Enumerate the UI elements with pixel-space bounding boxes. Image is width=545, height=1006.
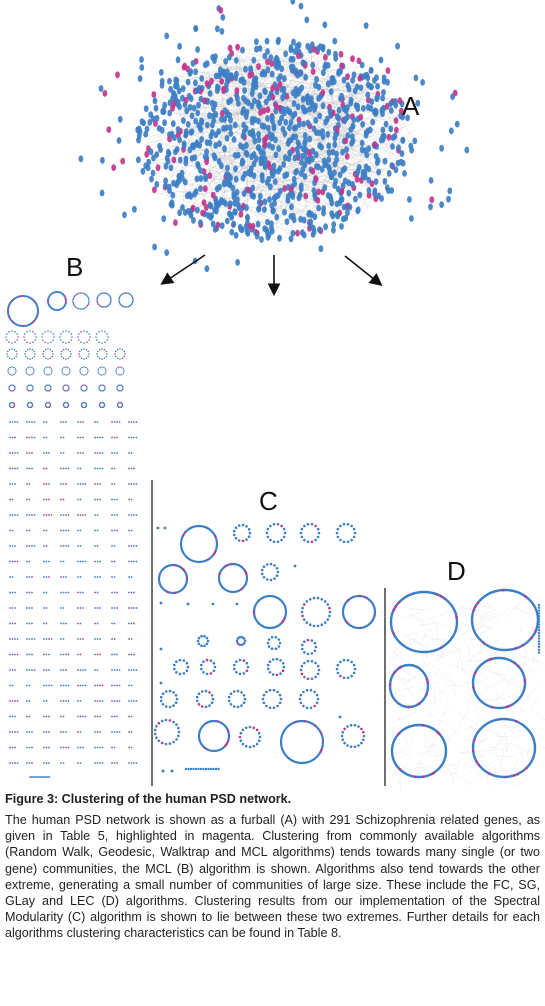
furball-network-panel-a <box>78 0 470 273</box>
figure-caption-title: Figure 3: Clustering of the human PSD ne… <box>5 792 292 806</box>
figure-caption-body: The human PSD network is shown as a furb… <box>5 813 540 941</box>
panel-label-d: D <box>447 556 466 586</box>
mcl-clusters-panel-b <box>5 290 138 778</box>
panel-label-b: B <box>66 252 83 282</box>
spectral-modularity-clusters-panel-c <box>153 522 377 773</box>
panel-label-c: C <box>259 486 278 516</box>
arrow-down-left-icon <box>160 254 206 285</box>
panel-label-a: A <box>402 91 420 121</box>
arrow-down-right-icon <box>344 255 383 286</box>
lec-clusters-panel-d <box>376 588 545 790</box>
network-clustering-figure: A B C D <box>5 0 545 790</box>
